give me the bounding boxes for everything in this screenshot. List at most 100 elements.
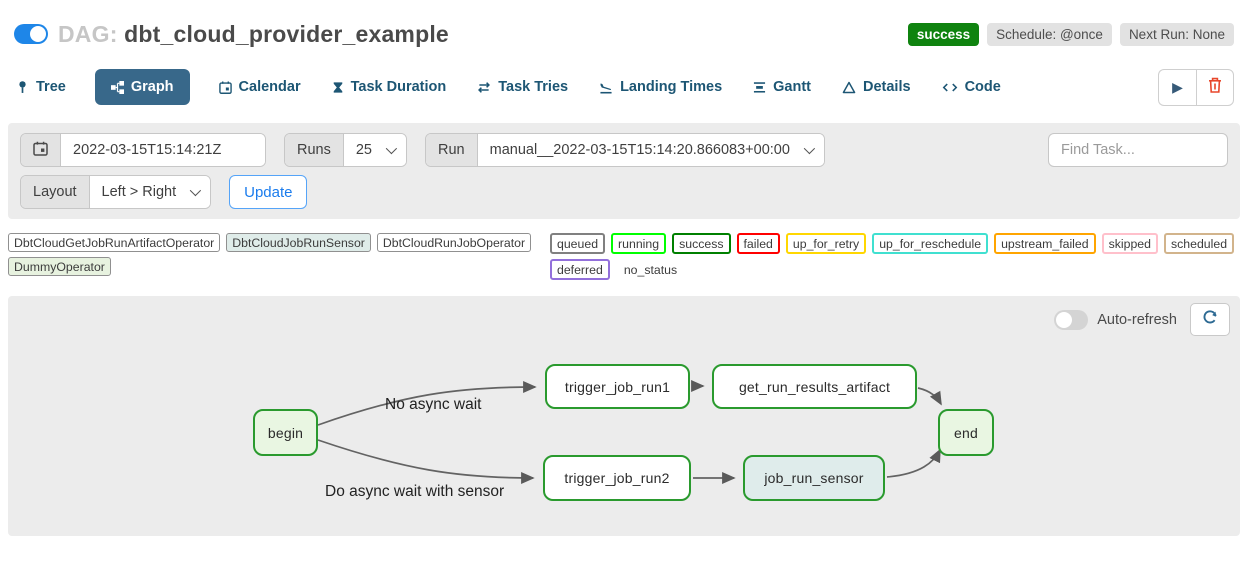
page-title: DAG: dbt_cloud_provider_example xyxy=(58,21,449,48)
runs-label: Runs xyxy=(285,134,344,166)
edge-begin-trigger1 xyxy=(317,381,537,426)
view-tabs: Tree Graph Calendar Task Duration Task Tries… xyxy=(14,69,1003,105)
dag-header: DAG: dbt_cloud_provider_example success … xyxy=(0,0,1248,52)
legend-status-up_for_retry: up_for_retry xyxy=(785,233,867,254)
tab-label: Task Tries xyxy=(498,79,569,95)
tab-gantt[interactable]: Gantt xyxy=(751,69,813,105)
legend-status-upstream_failed: upstream_failed xyxy=(994,233,1096,254)
graph-edges xyxy=(317,380,942,484)
edge-label: Do async wait with sensor xyxy=(325,483,505,500)
legend-status-no_status: no_status xyxy=(623,262,678,277)
tab-graph[interactable]: Graph xyxy=(94,69,190,105)
legend-status-queued: queued xyxy=(550,233,606,254)
execution-date-input[interactable] xyxy=(73,142,253,158)
tab-label: Details xyxy=(863,79,911,95)
operator-legend: DbtCloudGetJobRunArtifactOperator DbtClou… xyxy=(8,233,550,276)
graph-controls: Auto-refresh xyxy=(1054,303,1230,336)
runs-value: 25 xyxy=(355,142,372,158)
graph-node-end[interactable]: end xyxy=(938,409,994,456)
legend-operator-dbtcloudgetjobrunartifactoperator: DbtCloudGetJobRunArtifactOperator xyxy=(8,233,221,252)
dag-name: dbt_cloud_provider_example xyxy=(124,20,449,47)
graph-panel: Auto-refresh begin trigger_job_run1 get_ru… xyxy=(8,296,1240,536)
find-task-input[interactable] xyxy=(1048,133,1228,167)
schedule-badge: Schedule: @once xyxy=(987,22,1112,46)
triangle-icon xyxy=(842,81,856,94)
dag-pause-toggle[interactable] xyxy=(14,24,48,44)
calendar-icon xyxy=(218,80,232,94)
legend-operator-dbtcloudjobrunsensor: DbtCloudJobRunSensor xyxy=(226,233,371,252)
tab-label: Task Duration xyxy=(350,79,447,95)
run-select[interactable]: manual__2022-03-15T15:14:20.866083+00:00 xyxy=(477,134,824,166)
runs-select[interactable]: 25 xyxy=(343,134,406,166)
legend-operator-dbtcloudrunjoboperator: DbtCloudRunJobOperator xyxy=(376,233,532,252)
graph-node-get_run_results_artifact[interactable]: get_run_results_artifact xyxy=(712,364,917,409)
delete-dag-button[interactable] xyxy=(1196,68,1234,106)
tab-details[interactable]: Details xyxy=(840,69,913,105)
tab-task-duration[interactable]: Task Duration xyxy=(330,69,449,105)
graph-node-begin[interactable]: begin xyxy=(253,409,318,456)
graph-icon xyxy=(110,80,124,94)
refresh-icon xyxy=(1202,309,1218,330)
auto-refresh-toggle[interactable] xyxy=(1054,309,1089,330)
tab-label: Landing Times xyxy=(620,79,723,95)
tab-code[interactable]: Code xyxy=(940,69,1003,105)
header-badges: success Schedule: @once Next Run: None xyxy=(907,22,1234,46)
legend: DbtCloudGetJobRunArtifactOperator DbtClou… xyxy=(6,233,1242,280)
next-run-badge: Next Run: None xyxy=(1119,22,1234,46)
legend-status-up_for_reschedule: up_for_reschedule xyxy=(872,233,989,254)
toggle-knob xyxy=(30,26,46,42)
datepicker-button[interactable] xyxy=(21,134,61,166)
refresh-button[interactable] xyxy=(1190,303,1230,336)
filter-panel: Runs 25 Run manual__2022-03-15T15:14:20.… xyxy=(8,123,1240,219)
graph-node-trigger_job_run1[interactable]: trigger_job_run1 xyxy=(545,364,690,409)
trigger-dag-button[interactable]: ▶ xyxy=(1158,68,1196,106)
tab-label: Gantt xyxy=(773,79,811,95)
dag-prefix-label: DAG: xyxy=(58,20,118,47)
layout-group: Layout Left > Right xyxy=(20,175,212,209)
filter-row-1: Runs 25 Run manual__2022-03-15T15:14:20.… xyxy=(20,133,1228,167)
chevron-down-icon xyxy=(189,184,202,197)
execution-date-wrap xyxy=(61,134,265,166)
layout-select[interactable]: Left > Right xyxy=(89,176,211,208)
play-icon: ▶ xyxy=(1172,78,1183,95)
dag-actions: ▶ xyxy=(1158,68,1234,106)
filter-row-2: Layout Left > Right Update xyxy=(20,175,1228,209)
auto-refresh-label: Auto-refresh xyxy=(1097,311,1177,328)
repeat-icon xyxy=(477,81,491,94)
graph-node-job_run_sensor[interactable]: job_run_sensor xyxy=(743,455,885,501)
tab-label: Code xyxy=(964,79,1001,95)
trash-icon xyxy=(1208,77,1222,98)
execution-date-group xyxy=(20,133,266,167)
run-label: Run xyxy=(426,134,478,166)
tab-tree[interactable]: Tree xyxy=(14,69,68,105)
edge-artifact-end xyxy=(917,387,942,406)
toggle-knob xyxy=(1056,311,1073,328)
hourglass-icon xyxy=(332,81,344,94)
tree-icon xyxy=(16,80,29,94)
legend-status-success: success xyxy=(672,233,731,254)
tab-landing-times[interactable]: Landing Times xyxy=(597,69,724,105)
runs-group: Runs 25 xyxy=(284,133,407,167)
tab-calendar[interactable]: Calendar xyxy=(217,69,303,105)
legend-status-running: running xyxy=(611,233,667,254)
plane-landing-icon xyxy=(599,81,613,94)
code-icon xyxy=(942,81,958,94)
edge-sensor-end xyxy=(886,448,941,478)
tab-label: Tree xyxy=(36,79,66,95)
tab-label: Graph xyxy=(130,79,174,95)
run-value: manual__2022-03-15T15:14:20.866083+00:00 xyxy=(489,142,790,158)
legend-status-failed: failed xyxy=(736,233,780,254)
calendar-small-icon xyxy=(33,141,48,160)
edge-label: No async wait xyxy=(385,396,482,413)
update-button[interactable]: Update xyxy=(229,175,308,209)
legend-status-deferred: deferred xyxy=(550,259,610,280)
graph-node-trigger_job_run2[interactable]: trigger_job_run2 xyxy=(543,455,691,501)
status-badge[interactable]: success xyxy=(907,22,980,46)
tab-task-tries[interactable]: Task Tries xyxy=(475,69,570,105)
run-group: Run manual__2022-03-15T15:14:20.866083+0… xyxy=(425,133,825,167)
layout-value: Left > Right xyxy=(101,184,177,200)
legend-operator-dummyoperator: DummyOperator xyxy=(8,257,111,276)
edge-begin-trigger2 xyxy=(317,439,535,484)
chevron-down-icon xyxy=(803,142,816,155)
